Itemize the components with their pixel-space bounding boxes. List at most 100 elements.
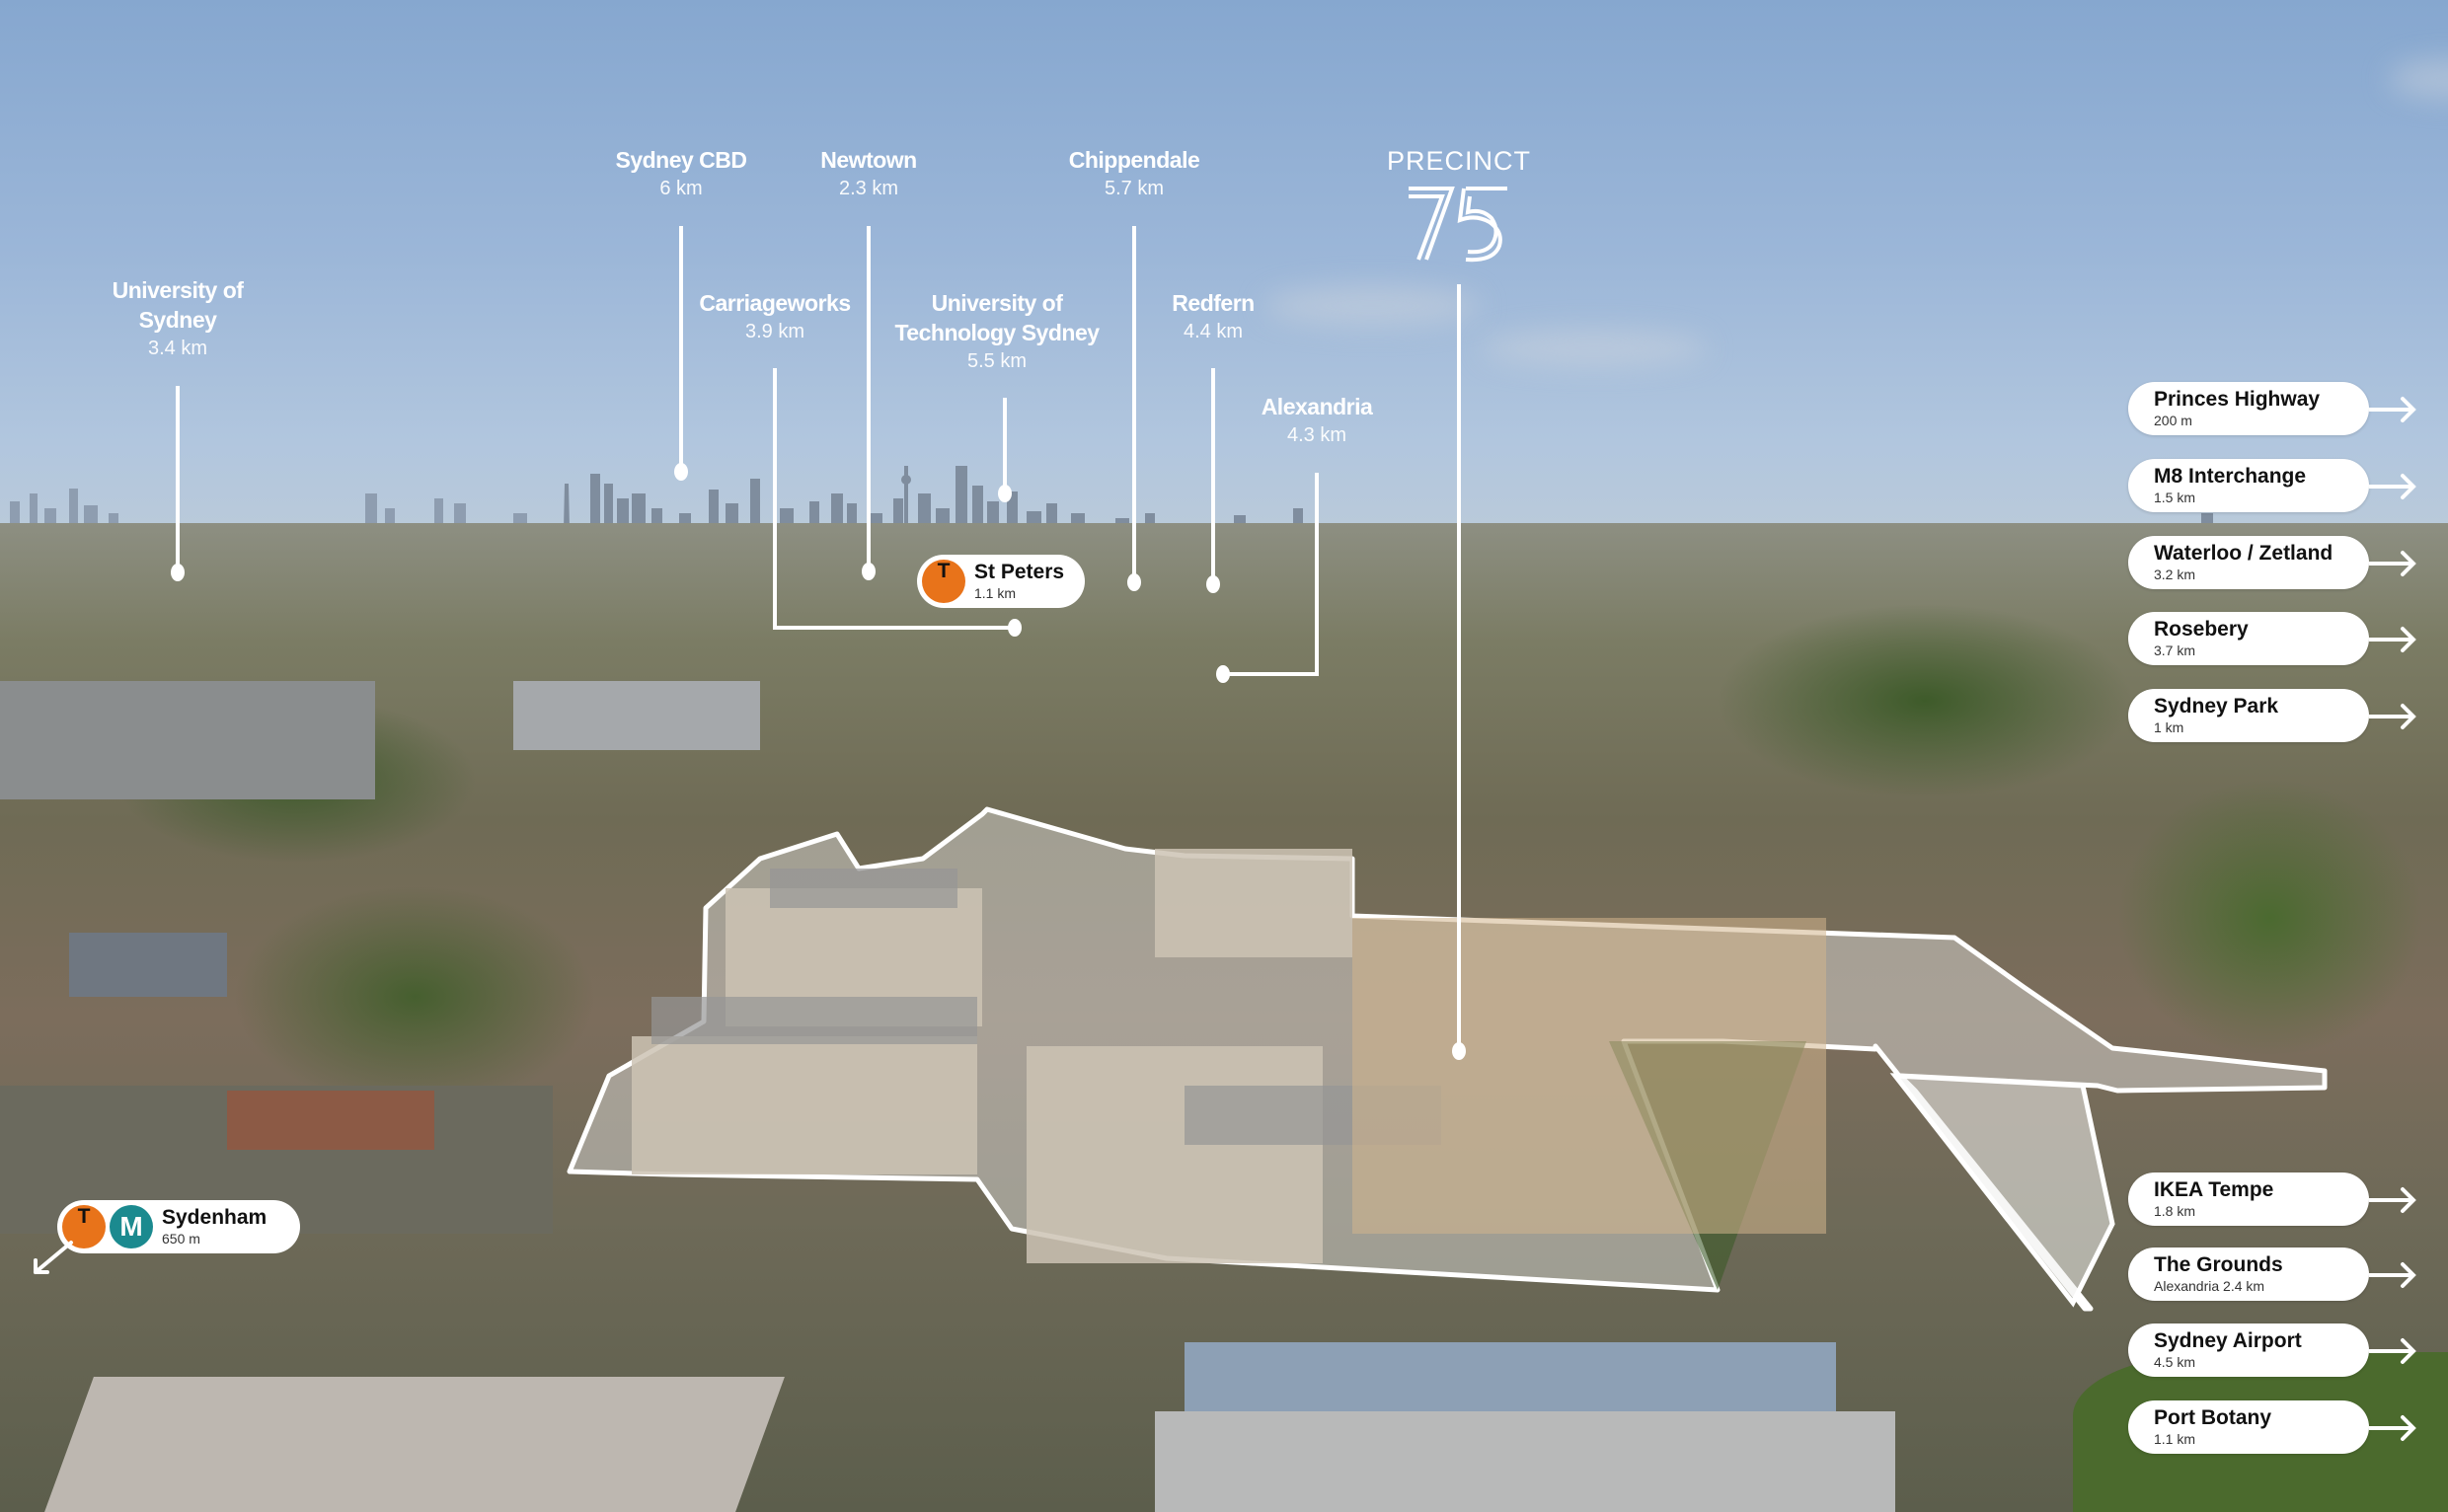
pin-chippendale — [1127, 573, 1141, 591]
arrow-southwest-icon — [34, 1241, 73, 1274]
landmark-name: Technology Sydney — [894, 320, 1100, 345]
direction-distance: 1.8 km — [2154, 1203, 2196, 1219]
station-sydenham[interactable]: T M Sydenham 650 m — [57, 1200, 300, 1253]
landmark-distance: 5.7 km — [1104, 178, 1165, 199]
landmark-name: Chippendale — [1068, 147, 1200, 173]
landmark-distance: 2.3 km — [838, 178, 899, 199]
precinct-75-logo: PRECINCT — [1387, 146, 1531, 264]
direction-waterloo-zetland[interactable]: Waterloo / Zetland 3.2 km — [2128, 536, 2369, 589]
station-distance: 1.1 km — [974, 585, 1017, 601]
direction-name: M8 Interchange — [2154, 465, 2307, 488]
direction-name: Rosebery — [2154, 618, 2249, 641]
direction-distance: Alexandria 2.4 km — [2154, 1278, 2265, 1294]
leader-line-carriageworks-horizontal — [773, 626, 1015, 630]
arrow-right-icon — [2369, 1415, 2416, 1441]
warehouse-roof-blue — [1185, 1342, 1836, 1421]
label-uts: University of Technology Sydney 5.5 km — [894, 288, 1100, 375]
landmark-distance: 6 km — [659, 178, 703, 199]
metro-icon: M — [110, 1205, 153, 1248]
arrow-right-icon — [2369, 551, 2416, 576]
arrow-right-icon — [2369, 397, 2416, 422]
landmark-name: Carriageworks — [699, 290, 851, 316]
direction-name: Waterloo / Zetland — [2154, 542, 2333, 565]
direction-sydney-airport[interactable]: Sydney Airport 4.5 km — [2128, 1323, 2369, 1377]
landmark-distance: 4.4 km — [1183, 321, 1244, 342]
pin-alexandria — [1216, 665, 1230, 683]
train-icon: T — [922, 560, 965, 603]
arrow-right-icon — [2369, 704, 2416, 729]
landmark-distance: 5.5 km — [966, 350, 1028, 372]
pin-university-of-sydney — [171, 564, 185, 581]
logo-75-icon — [1408, 187, 1507, 263]
leader-line-precinct-75 — [1457, 284, 1461, 1051]
label-newtown: Newtown 2.3 km — [820, 145, 917, 202]
pin-uts — [998, 485, 1012, 502]
label-redfern: Redfern 4.4 km — [1172, 288, 1255, 345]
arrow-right-icon — [2369, 627, 2416, 652]
direction-princes-highway[interactable]: Princes Highway 200 m — [2128, 382, 2369, 435]
landmark-name: Sydney — [138, 307, 217, 333]
arrow-right-icon — [2369, 1187, 2416, 1213]
pin-redfern — [1206, 575, 1220, 593]
leader-line-university-of-sydney — [176, 386, 180, 569]
leader-line-alexandria — [1315, 473, 1319, 676]
direction-distance: 3.2 km — [2154, 567, 2196, 582]
leader-line-uts — [1003, 398, 1007, 493]
leader-line-sydney-cbd — [679, 226, 683, 472]
pin-carriageworks — [1008, 619, 1022, 637]
landmark-name: Alexandria — [1261, 394, 1373, 419]
leader-line-chippendale — [1132, 226, 1136, 582]
brick-building — [227, 1091, 434, 1150]
station-st-peters[interactable]: T St Peters 1.1 km — [917, 555, 1085, 608]
cloud — [1481, 331, 1708, 366]
direction-distance: 1.5 km — [2154, 490, 2196, 505]
leader-line-alexandria-horizontal — [1223, 672, 1319, 676]
station-name: St Peters — [974, 561, 1065, 583]
direction-name: Princes Highway — [2154, 388, 2321, 411]
direction-distance: 1.1 km — [2154, 1431, 2196, 1447]
cloud — [1263, 286, 1481, 326]
direction-rosebery[interactable]: Rosebery 3.7 km — [2128, 612, 2369, 665]
direction-sydney-park[interactable]: Sydney Park 1 km — [2128, 689, 2369, 742]
label-carriageworks: Carriageworks 3.9 km — [699, 288, 851, 345]
landmark-distance: 3.9 km — [744, 321, 805, 342]
label-university-of-sydney: University of Sydney 3.4 km — [113, 275, 244, 362]
leader-line-redfern — [1211, 368, 1215, 584]
industrial-building — [513, 681, 760, 750]
landmark-name: Redfern — [1172, 290, 1255, 316]
arrow-right-icon — [2369, 1338, 2416, 1364]
station-distance: 650 m — [162, 1231, 200, 1247]
direction-the-grounds[interactable]: The Grounds Alexandria 2.4 km — [2128, 1247, 2369, 1301]
direction-distance: 4.5 km — [2154, 1354, 2196, 1370]
direction-port-botany[interactable]: Port Botany 1.1 km — [2128, 1400, 2369, 1454]
direction-name: IKEA Tempe — [2154, 1178, 2274, 1201]
pin-sydney-cbd — [674, 463, 688, 481]
landmark-distance: 4.3 km — [1286, 424, 1347, 446]
landmark-name: Sydney CBD — [615, 147, 747, 173]
direction-name: The Grounds — [2154, 1253, 2283, 1276]
shed — [69, 933, 227, 997]
direction-name: Port Botany — [2154, 1406, 2272, 1429]
warehouse-roof-grey — [1155, 1411, 1895, 1512]
direction-distance: 3.7 km — [2154, 643, 2196, 658]
direction-name: Sydney Airport — [2154, 1329, 2302, 1352]
station-name: Sydenham — [162, 1206, 268, 1229]
label-alexandria: Alexandria 4.3 km — [1262, 392, 1373, 449]
arrow-right-icon — [2369, 1262, 2416, 1288]
landmark-distance: 3.4 km — [147, 338, 208, 359]
train-icon: T — [62, 1205, 106, 1248]
direction-name: Sydney Park — [2154, 695, 2279, 718]
sky — [0, 0, 2448, 553]
landmark-name: University of — [112, 277, 244, 303]
arrow-right-icon — [2369, 474, 2416, 499]
label-sydney-cbd: Sydney CBD 6 km — [615, 145, 747, 202]
rail-yard — [0, 681, 375, 799]
direction-ikea-tempe[interactable]: IKEA Tempe 1.8 km — [2128, 1172, 2369, 1226]
direction-m8-interchange[interactable]: M8 Interchange 1.5 km — [2128, 459, 2369, 512]
direction-distance: 200 m — [2154, 413, 2192, 428]
direction-distance: 1 km — [2154, 719, 2184, 735]
landmark-name: University of — [931, 290, 1063, 316]
pin-precinct-75 — [1452, 1042, 1466, 1060]
